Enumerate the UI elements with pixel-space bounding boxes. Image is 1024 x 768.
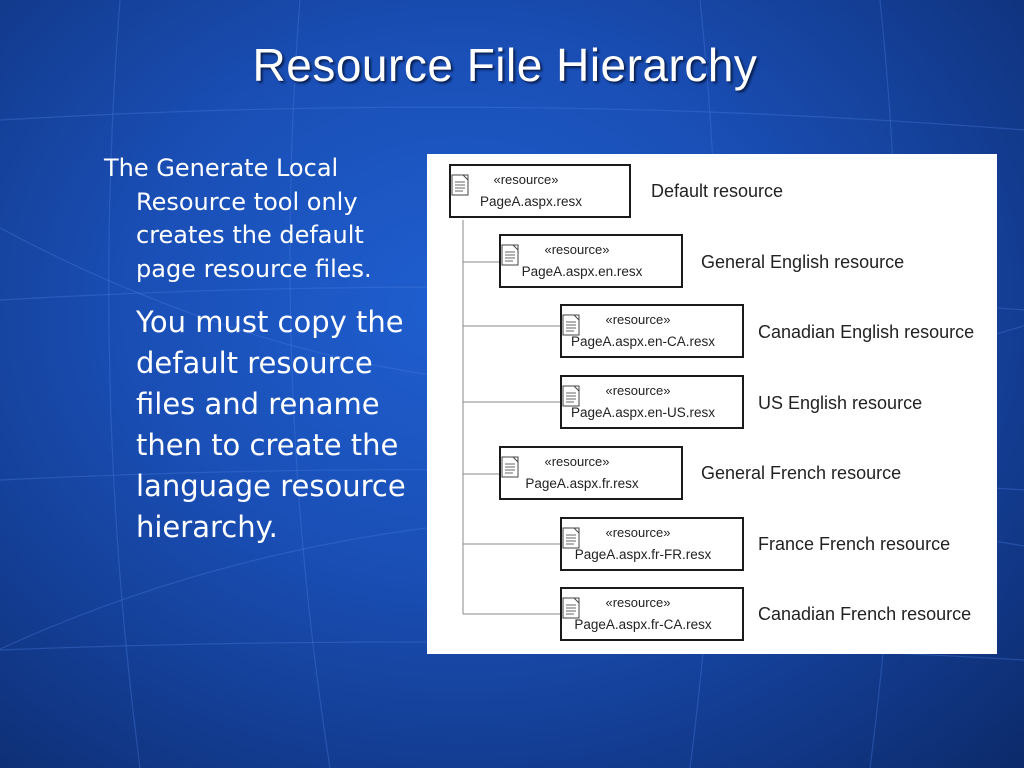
node-stereotype: «resource»	[605, 595, 671, 610]
resource-node-en-ca: «resource» PageA.aspx.en-CA.resx	[560, 304, 744, 358]
node-filename: PageA.aspx.resx	[479, 194, 583, 209]
resource-node-fr: «resource» PageA.aspx.fr.resx	[499, 446, 683, 500]
node-stereotype: «resource»	[493, 172, 559, 187]
node-description: Canadian French resource	[758, 604, 972, 624]
document-icon	[562, 527, 580, 549]
node-description: General French resource	[701, 463, 902, 483]
node-stereotype: «resource»	[605, 312, 671, 327]
resource-node-en: «resource» PageA.aspx.en.resx	[499, 234, 683, 288]
node-filename: PageA.aspx.en-US.resx	[570, 405, 716, 420]
resource-node-fr-fr: «resource» PageA.aspx.fr-FR.resx	[560, 517, 744, 571]
document-icon	[562, 314, 580, 336]
node-filename: PageA.aspx.en.resx	[521, 264, 643, 279]
node-description: Canadian English resource	[758, 322, 975, 342]
document-icon	[562, 385, 580, 407]
node-stereotype: «resource»	[605, 525, 671, 540]
node-description: Default resource	[651, 181, 784, 201]
hierarchy-connectors	[462, 220, 561, 615]
resource-hierarchy-diagram: «resource» PageA.aspx.resx Default resou…	[427, 154, 997, 654]
resource-node-default: «resource» PageA.aspx.resx	[449, 164, 631, 218]
bullet-text-1: The Generate Local Resource tool only cr…	[104, 154, 372, 283]
node-stereotype: «resource»	[544, 454, 610, 469]
resource-node-fr-ca: «resource» PageA.aspx.fr-CA.resx	[560, 587, 744, 641]
document-icon	[451, 174, 469, 196]
node-filename: PageA.aspx.en-CA.resx	[570, 334, 716, 349]
node-description: US English resource	[758, 393, 923, 413]
bullet-text-2: You must copy the default resource files…	[136, 305, 406, 544]
node-stereotype: «resource»	[605, 383, 671, 398]
node-description: France French resource	[758, 534, 951, 554]
resource-node-en-us: «resource» PageA.aspx.en-US.resx	[560, 375, 744, 429]
node-stereotype: «resource»	[544, 242, 610, 257]
node-description: General English resource	[701, 252, 905, 272]
document-icon	[501, 456, 519, 478]
slide-title: Resource File Hierarchy	[252, 39, 758, 91]
document-icon	[501, 244, 519, 266]
node-filename: PageA.aspx.fr-CA.resx	[574, 617, 712, 632]
node-filename: PageA.aspx.fr.resx	[525, 476, 639, 491]
node-filename: PageA.aspx.fr-FR.resx	[574, 547, 712, 562]
text-column: The Generate Local Resource tool only cr…	[104, 152, 422, 548]
document-icon	[562, 597, 580, 619]
